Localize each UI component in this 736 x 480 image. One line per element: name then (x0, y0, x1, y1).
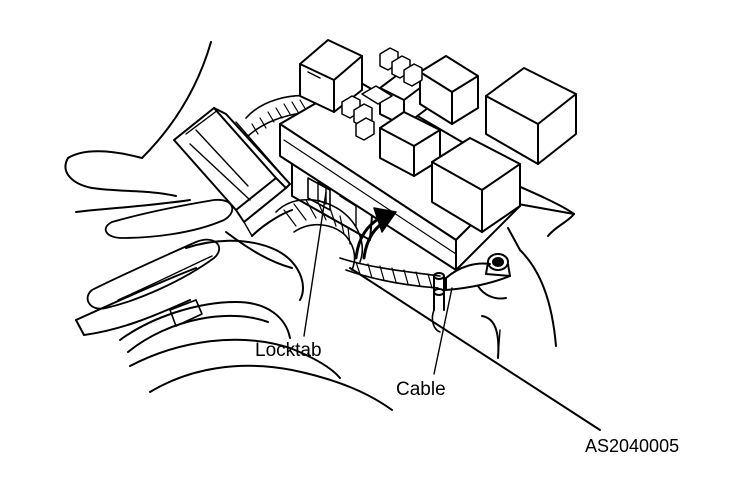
relay-cubes (299, 39, 577, 233)
vehicle-body-panels (64, 41, 601, 431)
battery-cable-terminal (431, 253, 511, 333)
leader-lines (303, 191, 453, 375)
rotation-arrow (354, 207, 397, 260)
locktab-label: Locktab (255, 340, 322, 361)
wire-harness-connector (173, 107, 293, 237)
cable-leader-line (433, 287, 453, 375)
figure-id: AS2040005 (585, 436, 680, 456)
mini-fuses (341, 47, 423, 141)
locktab-leader-line (303, 191, 327, 337)
cable-label: Cable (396, 379, 446, 400)
